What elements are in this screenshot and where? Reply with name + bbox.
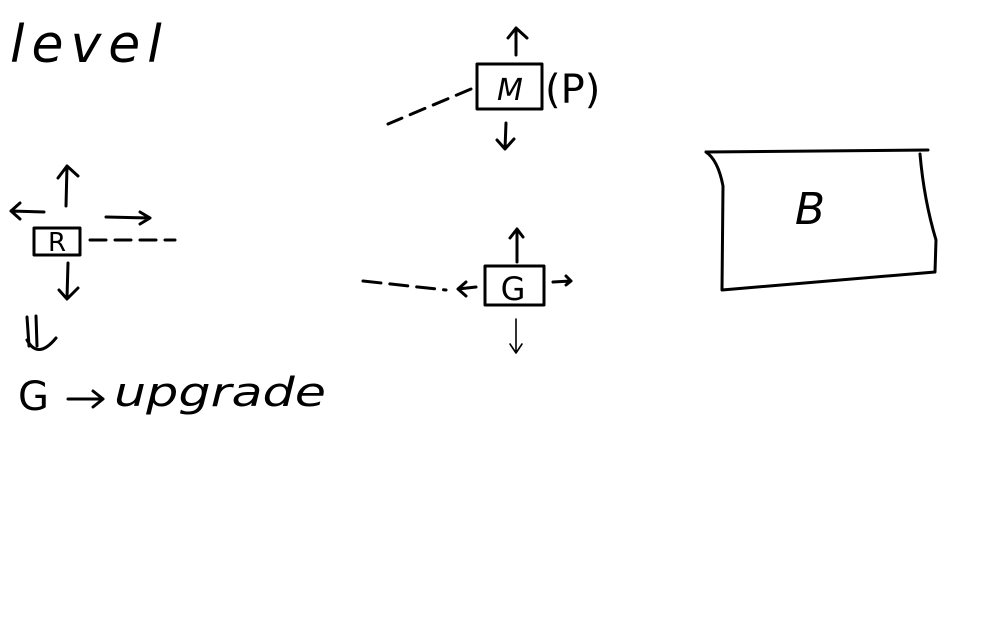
m-down-arrow-icon <box>495 121 516 151</box>
g-label: G <box>501 270 526 308</box>
upgrade-note: G upgrade <box>18 370 326 420</box>
upgrade-note-start: G <box>18 374 49 420</box>
r-node: R <box>9 164 177 301</box>
level-title: level <box>10 15 169 75</box>
m-label: M <box>497 73 523 108</box>
g-down-arrow-icon <box>509 318 523 354</box>
m-dashed-connector <box>386 87 473 126</box>
b-panel: B <box>704 148 938 292</box>
g-left-arrow-icon <box>456 280 478 298</box>
r-right-arrow-icon <box>104 210 152 226</box>
r-box <box>32 226 82 257</box>
g-box <box>483 264 546 307</box>
r-up-arrow-icon <box>56 164 80 208</box>
g-node: G <box>361 227 573 354</box>
m-up-arrow-icon <box>506 26 529 57</box>
g-dashed-connector <box>361 279 448 292</box>
g-right-arrow-icon <box>551 274 573 287</box>
r-down-arrow-icon <box>57 261 80 301</box>
r-left-arrow-icon <box>9 201 46 221</box>
b-label: B <box>795 184 825 235</box>
b-panel-outline <box>704 148 938 292</box>
implies-down-arrow-icon <box>25 314 58 351</box>
upgrade-note-arrow-icon <box>66 389 105 409</box>
upgrade-note-target: upgrade <box>114 370 326 416</box>
m-node: M (P) <box>386 26 600 151</box>
g-up-arrow-icon <box>508 227 525 264</box>
r-label: R <box>48 228 66 258</box>
m-note: (P) <box>545 67 600 113</box>
m-box <box>475 62 544 111</box>
